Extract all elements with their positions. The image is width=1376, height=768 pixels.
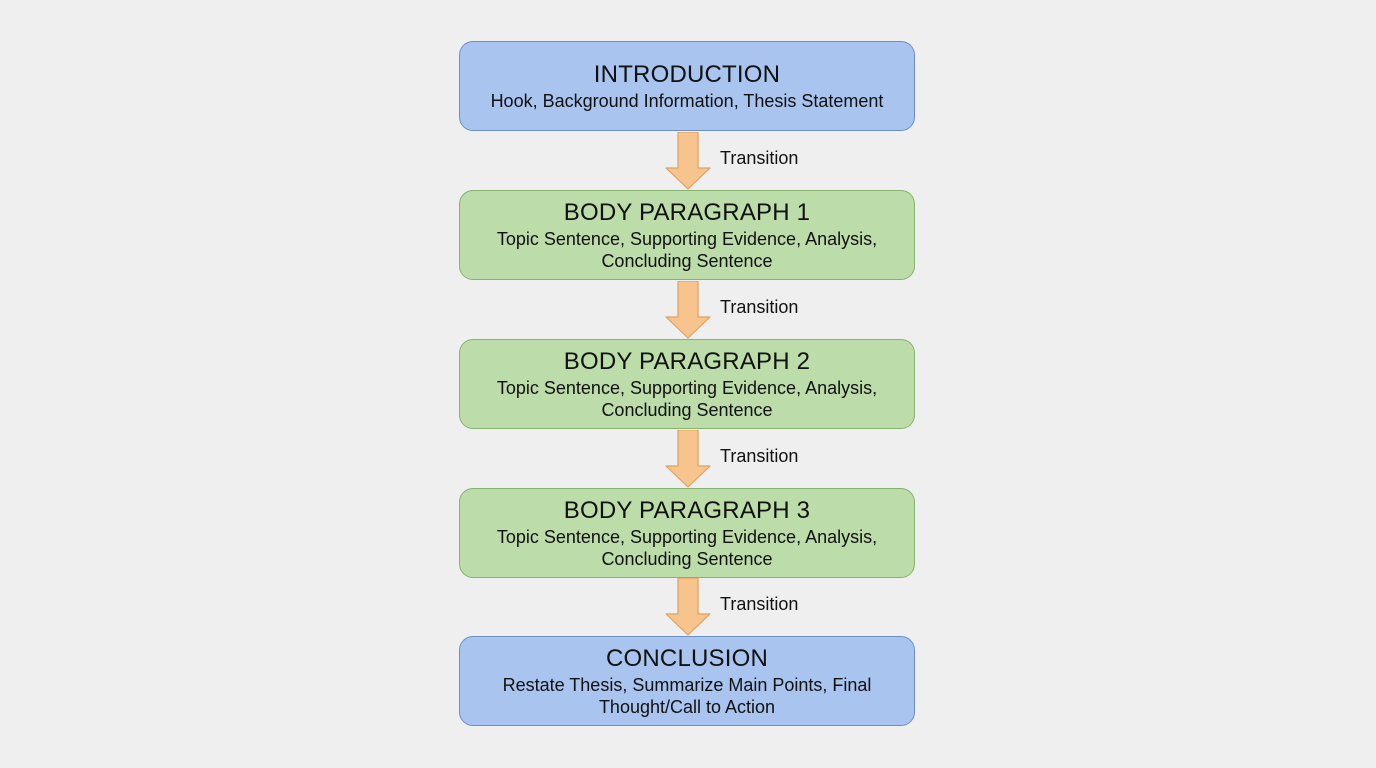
stage-title: BODY PARAGRAPH 1 <box>563 198 811 226</box>
stage-title: BODY PARAGRAPH 2 <box>563 347 811 375</box>
stage-body-paragraph-2: BODY PARAGRAPH 2 Topic Sentence, Support… <box>459 339 915 429</box>
down-arrow-icon <box>665 281 711 339</box>
stage-conclusion: CONCLUSION Restate Thesis, Summarize Mai… <box>459 636 915 726</box>
transition-label: Transition <box>720 297 799 317</box>
transition-label: Transition <box>720 594 799 614</box>
stage-description: Restate Thesis, Summarize Main Points, F… <box>502 674 872 717</box>
stage-introduction: INTRODUCTION Hook, Background Informatio… <box>459 41 915 131</box>
down-arrow-icon <box>665 430 711 488</box>
stage-description: Hook, Background Information, Thesis Sta… <box>490 90 884 111</box>
stage-title: CONCLUSION <box>605 644 769 672</box>
down-arrow-icon <box>665 132 711 190</box>
transition-label: Transition <box>720 446 799 466</box>
stage-body-paragraph-1: BODY PARAGRAPH 1 Topic Sentence, Support… <box>459 190 915 280</box>
stage-body-paragraph-3: BODY PARAGRAPH 3 Topic Sentence, Support… <box>459 488 915 578</box>
down-arrow-icon <box>665 578 711 636</box>
stage-description: Topic Sentence, Supporting Evidence, Ana… <box>496 526 878 569</box>
stage-description: Topic Sentence, Supporting Evidence, Ana… <box>496 377 878 420</box>
stage-description: Topic Sentence, Supporting Evidence, Ana… <box>496 228 878 271</box>
stage-title: INTRODUCTION <box>593 60 781 88</box>
transition-label: Transition <box>720 148 799 168</box>
stage-title: BODY PARAGRAPH 3 <box>563 496 811 524</box>
